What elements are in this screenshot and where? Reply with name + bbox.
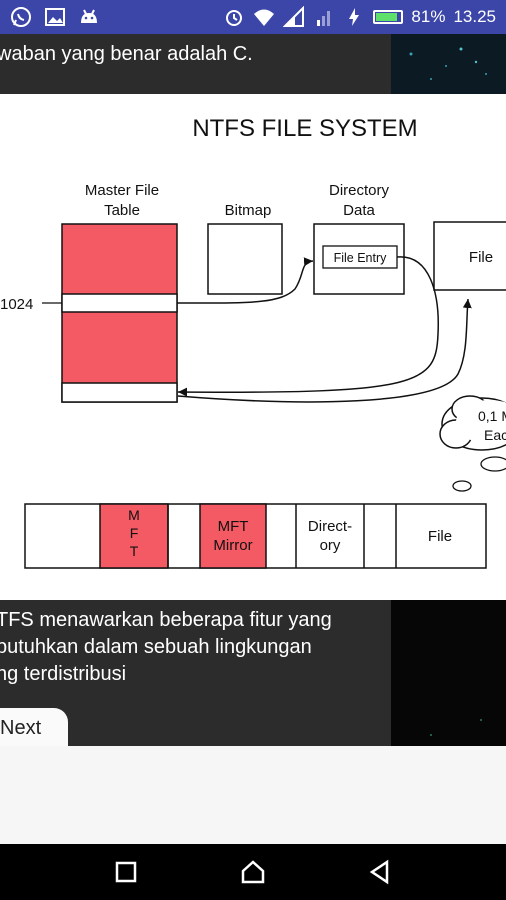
answer-panel: waban yang benar adalah C. (0, 34, 506, 94)
signal-bars-icon (313, 6, 335, 28)
content-blank-area (0, 746, 506, 844)
background-image-dark (391, 600, 506, 746)
signal-icon (283, 5, 305, 28)
disk-mft (99, 503, 169, 569)
description-text: TFS menawarkan beberapa fitur yang putuh… (0, 607, 386, 688)
next-button[interactable]: Next (0, 708, 68, 746)
mft-label-2: Table (104, 202, 140, 219)
description-panel: TFS menawarkan beberapa fitur yang putuh… (0, 600, 506, 746)
clock: 13.25 (453, 7, 496, 26)
disk-mft-letter-m: M (128, 507, 140, 523)
bitmap-label: Bitmap (225, 202, 272, 219)
bitmap-box (207, 223, 283, 295)
mft-record-1024 (61, 293, 178, 313)
diagram-title: NTFS FILE SYSTEM (192, 115, 417, 142)
disk-file-label: File (428, 528, 452, 545)
disk-mirror-label-1: MFT (218, 518, 249, 535)
navigation-bar (0, 844, 506, 900)
mft-record-bottom (61, 382, 178, 403)
disk-layout (24, 503, 487, 569)
mft-table (61, 223, 178, 403)
status-bar: 81% 13.25 (0, 0, 506, 34)
disk-directory-label-1: Direct- (308, 518, 352, 535)
disk-mft-letter-f: F (130, 525, 139, 541)
whatsapp-icon (10, 6, 32, 28)
charging-icon (343, 6, 365, 28)
battery-icon (373, 10, 404, 24)
file-box (433, 221, 506, 291)
wifi-icon (253, 6, 275, 28)
answer-text: waban yang benar adalah C. (0, 43, 253, 65)
arrow-mft-to-directory (176, 257, 314, 304)
alarm-icon (223, 6, 245, 28)
disk-mft-mirror (199, 503, 267, 569)
mft-label: Master File (85, 182, 159, 199)
disk-directory-label-2: ory (320, 537, 341, 554)
android-icon (78, 6, 100, 28)
directory-label-2: Data (343, 202, 375, 219)
home-icon[interactable] (239, 858, 267, 886)
back-icon[interactable] (366, 858, 394, 886)
cloud-text-1: 0,1 M (478, 408, 506, 424)
ntfs-diagram: NTFS FILE SYSTEM Master File Table Bitma… (0, 115, 506, 569)
record-number: 1024 (0, 296, 33, 313)
slide-image: NTFS FILE SYSTEM Master File Table Bitma… (0, 94, 506, 600)
battery-percent: 81% (411, 7, 446, 26)
description-line-2: putuhkan dalam sebuah lingkungan (0, 636, 312, 658)
file-label: File (469, 249, 493, 266)
cloud-text-2: Eac (484, 427, 506, 443)
description-line-3: ng terdistribusi (0, 663, 127, 685)
description-line-1: TFS menawarkan beberapa fitur yang (0, 609, 332, 631)
disk-mft-letter-t: T (130, 543, 139, 559)
background-image (391, 34, 506, 94)
disk-mirror-label-2: Mirror (213, 537, 252, 554)
file-entry-label: File Entry (334, 251, 388, 265)
arrow-mft-to-file (177, 298, 472, 403)
cloud-callout (439, 395, 506, 492)
image-icon (44, 6, 66, 28)
arrow-entry-to-mft (177, 256, 439, 397)
directory-label: Directory (329, 182, 390, 199)
recent-apps-icon[interactable] (112, 858, 140, 886)
